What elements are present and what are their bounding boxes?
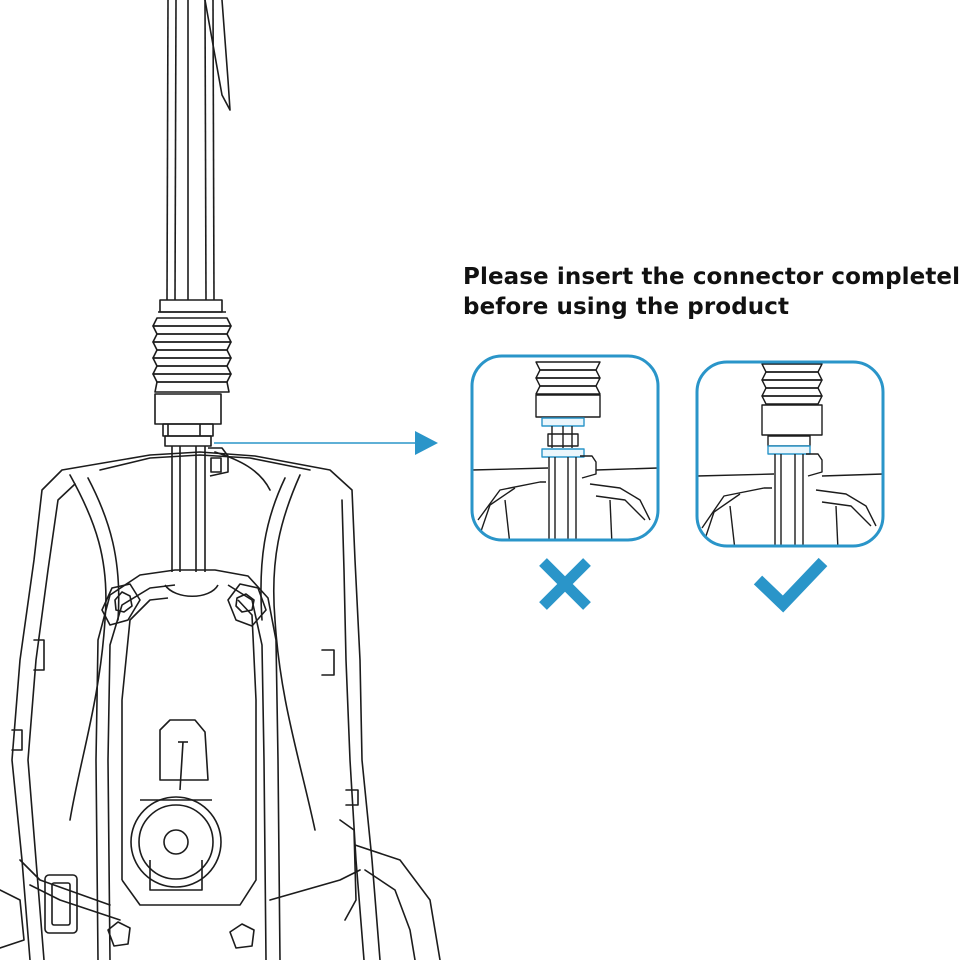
check-icon [753,557,828,613]
instruction-line-2: before using the product [463,294,790,320]
backpack-body [0,451,441,960]
back-frame [95,569,281,960]
instruction-text: Please insert the connector completely b… [463,262,960,322]
panel-incorrect [470,354,660,542]
panel-correct [695,360,885,548]
panel-correct-frame [695,360,885,548]
connector-tube [152,0,232,572]
instruction-line-1: Please insert the connector completely [463,264,960,290]
callout-arrow [214,431,438,455]
panel-incorrect-frame [470,354,660,542]
cross-icon [539,558,591,610]
